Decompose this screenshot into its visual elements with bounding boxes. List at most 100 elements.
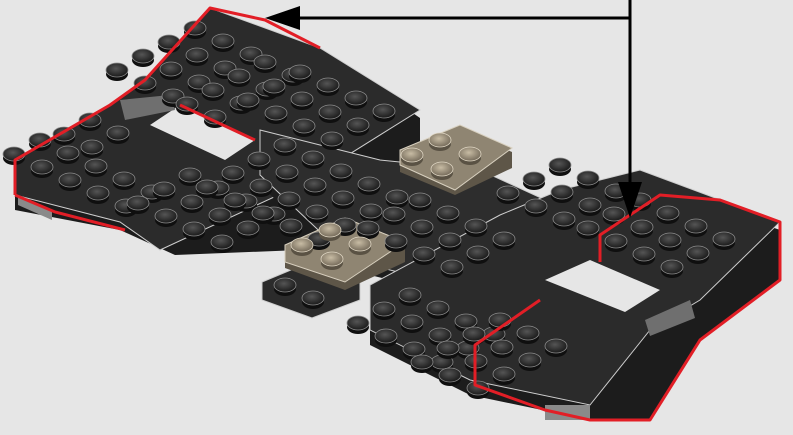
stud xyxy=(319,105,341,119)
stud xyxy=(631,220,653,234)
stud xyxy=(228,69,250,83)
stud xyxy=(525,199,547,213)
stud xyxy=(306,205,328,219)
stud xyxy=(347,316,369,330)
tan-stud xyxy=(319,223,341,237)
stud xyxy=(202,83,224,97)
tan-stud xyxy=(459,147,481,161)
stud xyxy=(212,34,234,48)
stud xyxy=(209,208,231,222)
stud xyxy=(358,177,380,191)
stud xyxy=(577,221,599,235)
stud xyxy=(429,328,451,342)
stud xyxy=(360,204,382,218)
stud xyxy=(179,168,201,182)
stud xyxy=(302,151,324,165)
stud xyxy=(399,288,421,302)
stud xyxy=(517,326,539,340)
stud xyxy=(160,62,182,76)
stud xyxy=(276,165,298,179)
tan-stud xyxy=(321,252,343,266)
stud xyxy=(345,91,367,105)
stud xyxy=(437,206,459,220)
stud xyxy=(411,220,433,234)
stud xyxy=(224,193,246,207)
stud xyxy=(321,132,343,146)
stud xyxy=(579,198,601,212)
stud xyxy=(289,65,311,79)
stud xyxy=(155,209,177,223)
stud xyxy=(330,164,352,178)
tan-stud xyxy=(291,238,313,252)
stud xyxy=(278,192,300,206)
tan-stud xyxy=(401,148,423,162)
stud xyxy=(413,247,435,261)
stud xyxy=(373,302,395,316)
stud xyxy=(132,49,154,63)
tan-stud xyxy=(349,237,371,251)
stud xyxy=(265,106,287,120)
stud xyxy=(713,232,735,246)
stud xyxy=(441,260,463,274)
stud xyxy=(248,152,270,166)
stud xyxy=(57,146,79,160)
stud xyxy=(211,235,233,249)
stud xyxy=(332,191,354,205)
stud xyxy=(489,313,511,327)
stud xyxy=(237,93,259,107)
stud xyxy=(385,234,407,248)
stud xyxy=(403,342,425,356)
stud xyxy=(545,339,567,353)
stud xyxy=(659,233,681,247)
stud xyxy=(427,301,449,315)
stud xyxy=(113,172,135,186)
stud xyxy=(493,232,515,246)
stud xyxy=(302,291,324,305)
stud xyxy=(577,171,599,185)
stud xyxy=(107,126,129,140)
stud xyxy=(237,221,259,235)
stud xyxy=(633,247,655,261)
stud xyxy=(493,367,515,381)
stud xyxy=(293,119,315,133)
stud xyxy=(274,278,296,292)
stud xyxy=(551,185,573,199)
stud xyxy=(181,195,203,209)
stud xyxy=(687,246,709,260)
stud xyxy=(347,118,369,132)
stud xyxy=(373,104,395,118)
stud xyxy=(196,180,218,194)
stud xyxy=(317,78,339,92)
stud xyxy=(280,219,302,233)
stud xyxy=(87,186,109,200)
stud xyxy=(127,196,149,210)
stud xyxy=(254,55,276,69)
stud xyxy=(153,182,175,196)
stud xyxy=(553,212,575,226)
stud xyxy=(605,234,627,248)
stud xyxy=(491,340,513,354)
stud xyxy=(439,233,461,247)
stud xyxy=(409,193,431,207)
stud xyxy=(467,246,489,260)
stud xyxy=(222,166,244,180)
stud xyxy=(186,48,208,62)
stud xyxy=(455,314,477,328)
stud xyxy=(523,172,545,186)
stud xyxy=(685,219,707,233)
stud xyxy=(465,219,487,233)
stud xyxy=(439,368,461,382)
stud xyxy=(31,160,53,174)
stud xyxy=(106,63,128,77)
stud xyxy=(437,341,459,355)
stud xyxy=(53,127,75,141)
stud xyxy=(183,222,205,236)
stud xyxy=(386,190,408,204)
stud xyxy=(59,173,81,187)
stud xyxy=(383,207,405,221)
stud xyxy=(263,79,285,93)
tan-stud xyxy=(431,162,453,176)
tan-stud xyxy=(429,133,451,147)
stud xyxy=(661,260,683,274)
